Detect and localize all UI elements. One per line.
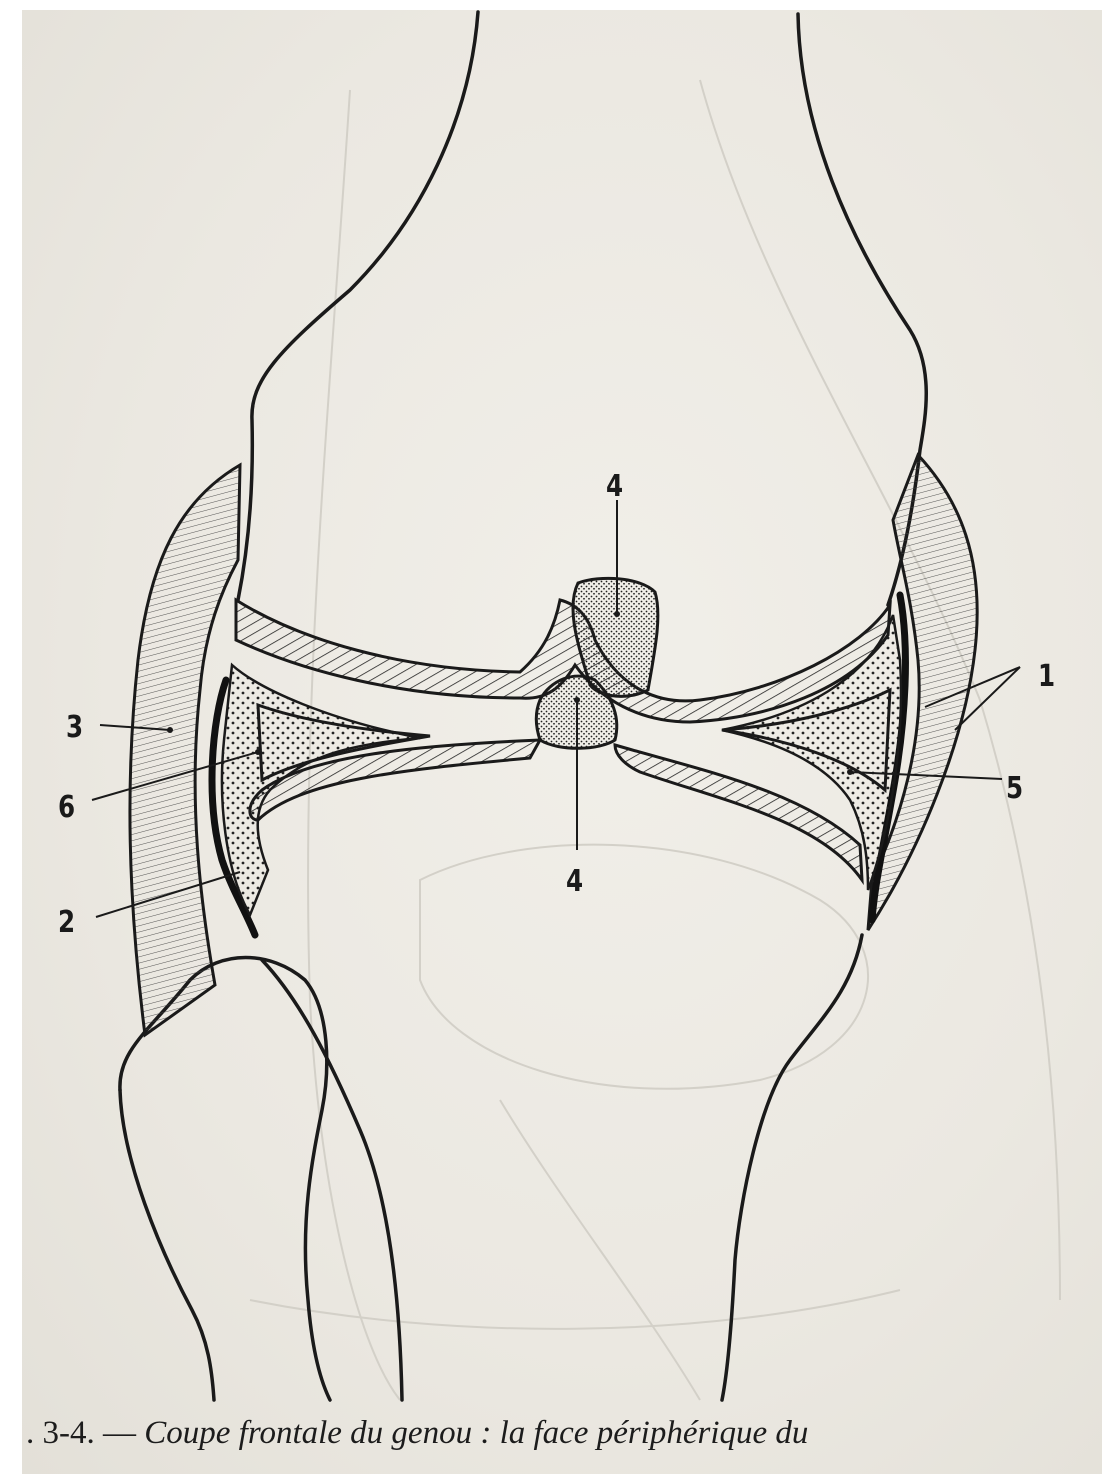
caption-number: . 3-4. — — [26, 1415, 144, 1451]
label-1: 1 — [1038, 662, 1055, 692]
knee-frontal-section-diagram — [22, 10, 1102, 1410]
tibial-cartilage — [250, 740, 862, 880]
label-2: 2 — [58, 908, 75, 938]
label-3: 3 — [66, 713, 83, 743]
label-4-top: 4 — [606, 472, 623, 502]
book-page: 1 2 3 4 4 5 6 . 3-4. — Coupe frontale du… — [22, 10, 1102, 1474]
figure-caption: . 3-4. — Coupe frontale du genou : la fa… — [26, 1415, 1102, 1452]
caption-text: Coupe frontale du genou : la face périph… — [144, 1415, 808, 1451]
label-5: 5 — [1006, 774, 1023, 804]
label-6: 6 — [58, 793, 75, 823]
label-4-bottom: 4 — [566, 867, 583, 897]
lateral-synovial-recess — [222, 665, 420, 915]
